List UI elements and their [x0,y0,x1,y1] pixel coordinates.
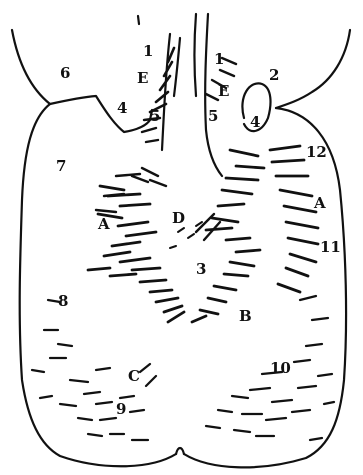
label-a-left: A [97,215,110,233]
label-7: 7 [56,157,66,175]
label-1-left: 1 [143,42,153,60]
top-tick-mark [138,16,139,24]
label-d: D [172,209,185,227]
label-a-right: A [313,194,326,212]
label-2: 2 [269,66,279,84]
label-6: 6 [60,64,70,82]
label-9: 9 [116,400,126,418]
label-12: 12 [306,143,327,161]
left-vessel-tube-inner [174,38,180,96]
left-neck-contour [12,30,152,132]
trachea-left-wall [195,14,197,96]
right-lung-contour [184,108,346,467]
label-3: 3 [196,260,206,278]
label-8: 8 [58,292,68,310]
label-11: 11 [320,238,341,256]
hilar-shading [32,48,334,440]
lung-base-notch [176,448,184,454]
label-e-right: E [218,82,229,100]
label-1-right: 1 [214,50,224,68]
right-neck-contour [276,30,350,108]
label-10: 10 [270,359,291,377]
label-5-left: 5 [150,107,160,125]
label-c: C [128,367,140,385]
left-lung-contour [20,104,176,466]
label-5-right: 5 [208,107,218,125]
label-4-right: 4 [250,113,260,131]
label-e-left: E [137,69,148,87]
label-4-left: 4 [117,99,127,117]
label-b: B [239,307,252,325]
